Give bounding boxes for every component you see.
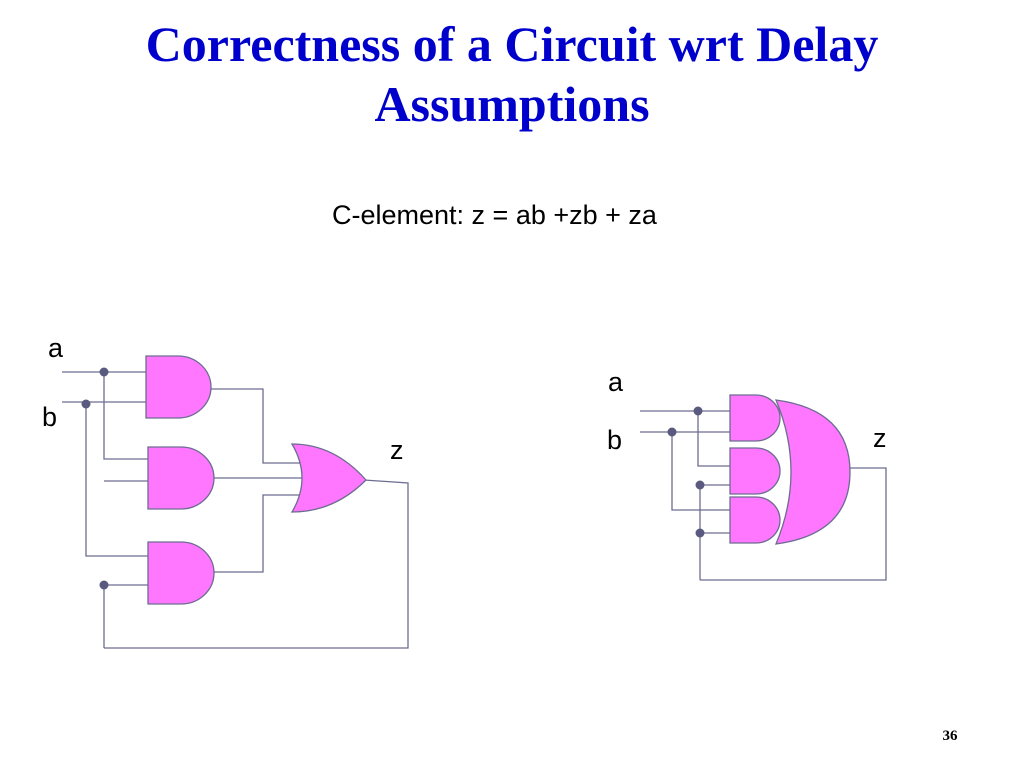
title-line-2: Assumptions [374, 76, 650, 132]
wire-a-to-and2 [697, 411, 730, 467]
and-gate-2 [147, 446, 215, 510]
label-input-a: a [48, 333, 64, 363]
wire-or-output [104, 479, 409, 649]
junction-feedback [99, 580, 109, 590]
label-input-a: a [608, 367, 624, 397]
label-input-b: b [42, 402, 57, 432]
wire-a-to-and2 [103, 372, 148, 460]
and-gate-1 [145, 355, 212, 419]
wire-b-to-and3 [671, 432, 730, 511]
junction-b [667, 427, 677, 437]
and-gate-3 [729, 496, 781, 544]
wire-and3-to-or [213, 494, 300, 573]
and-gate-1 [729, 394, 781, 442]
left-circuit: a b z [42, 333, 409, 649]
title-line-1: Correctness of a Circuit wrt Delay [145, 16, 879, 72]
or-gate [290, 443, 367, 513]
junction-feedback-2 [695, 528, 705, 538]
junction-a [693, 406, 703, 416]
junction-b [81, 399, 91, 409]
wire-and1-to-or [211, 388, 300, 464]
and-gate-2 [729, 447, 781, 495]
c-element-formula: C-element: z = ab +zb + za [332, 200, 657, 230]
label-output-z: z [873, 423, 887, 453]
junction-feedback-1 [695, 480, 705, 490]
and-gate-3 [147, 541, 215, 605]
label-output-z: z [390, 435, 404, 465]
slide-title: Correctness of a Circuit wrt Delay Assum… [0, 14, 1024, 134]
label-input-b: b [607, 425, 622, 455]
junction-a [99, 367, 109, 377]
wire-b-to-and3 [85, 404, 148, 557]
slide-number: 36 [942, 728, 958, 744]
wire-output-loop [700, 467, 887, 581]
right-circuit: a b z [607, 367, 887, 581]
or-gate [774, 399, 851, 545]
